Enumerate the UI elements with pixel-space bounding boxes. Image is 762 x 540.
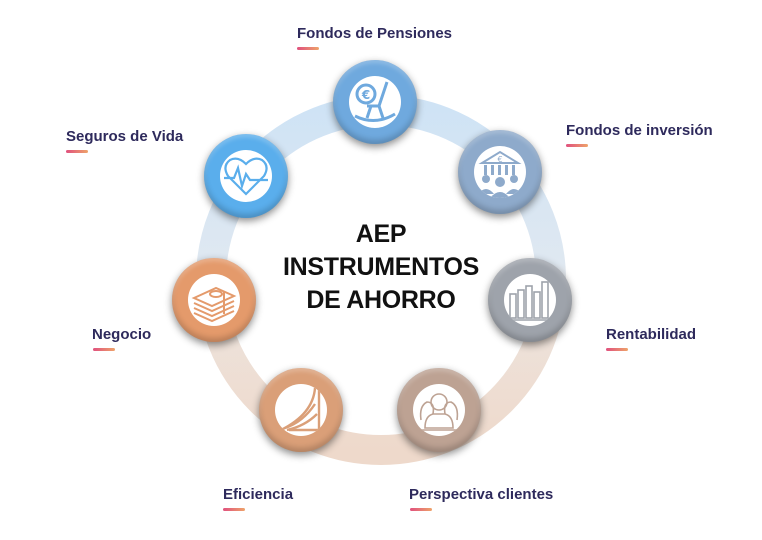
label-negocio: Negocio bbox=[92, 326, 152, 343]
bank-people-icon: € bbox=[478, 150, 522, 198]
label-underline bbox=[606, 348, 628, 351]
label-underline bbox=[66, 150, 88, 153]
curve-lines-icon bbox=[280, 387, 321, 432]
money-stack-icon bbox=[191, 286, 237, 323]
label-underline bbox=[297, 47, 319, 50]
node-seguros-vida[interactable] bbox=[204, 134, 288, 218]
heart-pulse-icon bbox=[224, 157, 268, 196]
svg-text:€: € bbox=[497, 155, 502, 164]
node-eficiencia[interactable] bbox=[259, 368, 343, 452]
node-fondos-inversion[interactable]: € bbox=[458, 130, 542, 214]
label-rentabilidad: Rentabilidad bbox=[606, 326, 697, 343]
label-fondos-pensiones: Fondos de Pensiones bbox=[297, 25, 453, 42]
node-perspectiva-clientes[interactable] bbox=[397, 368, 481, 452]
svg-text:€: € bbox=[361, 88, 370, 102]
center-title-line3: DE AHORRO bbox=[306, 286, 456, 314]
center-title-line2: INSTRUMENTOS bbox=[283, 253, 479, 281]
label-underline bbox=[93, 348, 115, 351]
label-fondos-inversion: Fondos de inversión bbox=[566, 122, 713, 139]
rocking-chair-euro-icon: € bbox=[354, 81, 396, 122]
label-eficiencia: Eficiencia bbox=[223, 486, 294, 503]
label-seguros-vida: Seguros de Vida bbox=[66, 128, 184, 145]
label-perspectiva-clientes: Perspectiva clientes bbox=[409, 486, 554, 503]
label-underline bbox=[410, 508, 432, 511]
bar-chart-icon bbox=[506, 281, 554, 321]
node-negocio[interactable] bbox=[172, 258, 256, 342]
label-underline bbox=[566, 144, 588, 147]
center-title-line1: AEP bbox=[355, 220, 407, 248]
label-underline bbox=[223, 508, 245, 511]
center-title: AEP INSTRUMENTOS DE AHORRO bbox=[250, 218, 512, 317]
node-fondos-pensiones[interactable]: € bbox=[333, 60, 417, 144]
people-group-icon bbox=[419, 393, 459, 431]
node-rentabilidad[interactable] bbox=[488, 258, 572, 342]
